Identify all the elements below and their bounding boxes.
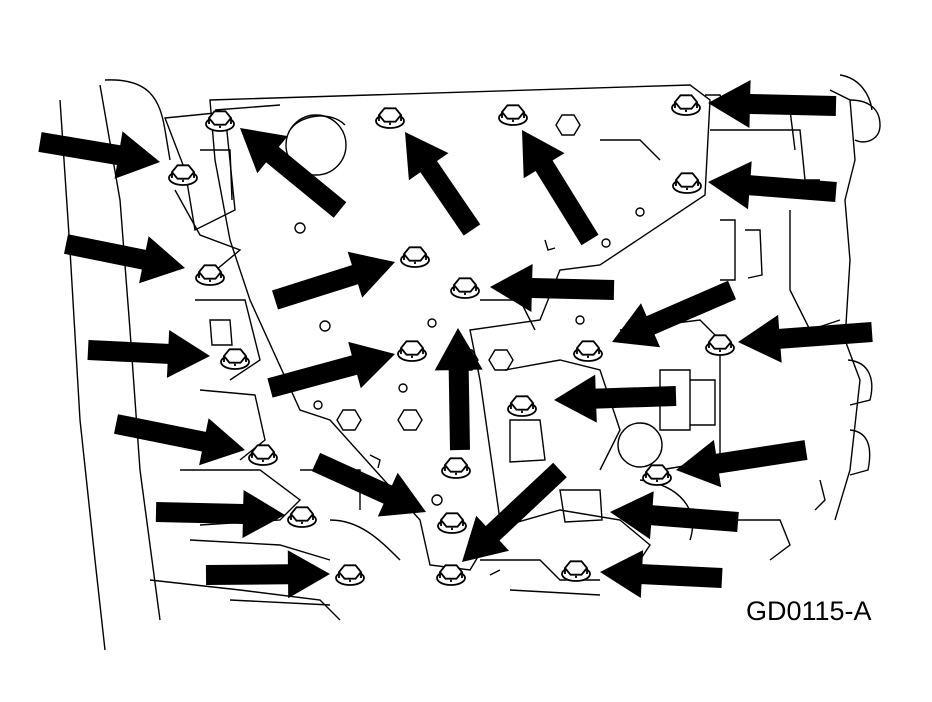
callout-arrows: [38, 80, 873, 599]
callout-arrow: [434, 328, 483, 451]
bolt-head: [400, 246, 430, 268]
bolt-head: [498, 104, 528, 126]
callout-arrow: [522, 130, 599, 246]
bolt-head: [671, 94, 701, 116]
callout-arrow: [205, 550, 330, 599]
bolt-head: [287, 506, 317, 528]
callout-arrow: [64, 234, 185, 284]
callout-arrow: [676, 439, 808, 488]
callout-arrow: [155, 490, 285, 538]
callout-arrow: [612, 280, 736, 348]
callout-arrow: [554, 374, 677, 423]
callout-arrow: [738, 314, 873, 363]
bolt-head: [450, 277, 480, 299]
bolt-head: [642, 464, 672, 486]
bolt-head: [561, 560, 591, 582]
callout-arrow: [267, 341, 395, 398]
bolt-heads: [168, 94, 735, 586]
bolt-head: [205, 110, 235, 132]
bolt-head: [397, 340, 427, 362]
bolt-head: [375, 107, 405, 129]
callout-arrow: [600, 550, 723, 598]
bolt-head: [248, 444, 278, 466]
callout-arrow: [462, 462, 567, 562]
figure-id-label: GD0115-A: [746, 596, 872, 626]
bolt-head: [436, 564, 466, 586]
callout-arrow: [311, 452, 426, 517]
callout-arrow: [490, 264, 615, 312]
bolt-head: [168, 164, 198, 186]
bolt-head: [705, 334, 735, 356]
callout-arrow: [708, 80, 837, 128]
bolt-head: [672, 172, 702, 194]
bolt-head: [335, 564, 365, 586]
callout-arrow: [87, 330, 210, 378]
bolt-head: [195, 264, 225, 286]
callout-arrow: [240, 128, 347, 218]
callout-arrow: [38, 131, 160, 179]
bolt-head: [437, 512, 467, 534]
bolt-head: [220, 348, 250, 370]
callout-arrow: [708, 161, 837, 210]
callout-arrow: [114, 414, 245, 466]
bolt-head: [507, 395, 537, 417]
callout-arrow: [272, 251, 395, 310]
callout-arrow: [405, 132, 481, 236]
bolt-head: [441, 457, 471, 479]
callout-arrow: [610, 491, 739, 540]
bolt-head: [573, 340, 603, 362]
